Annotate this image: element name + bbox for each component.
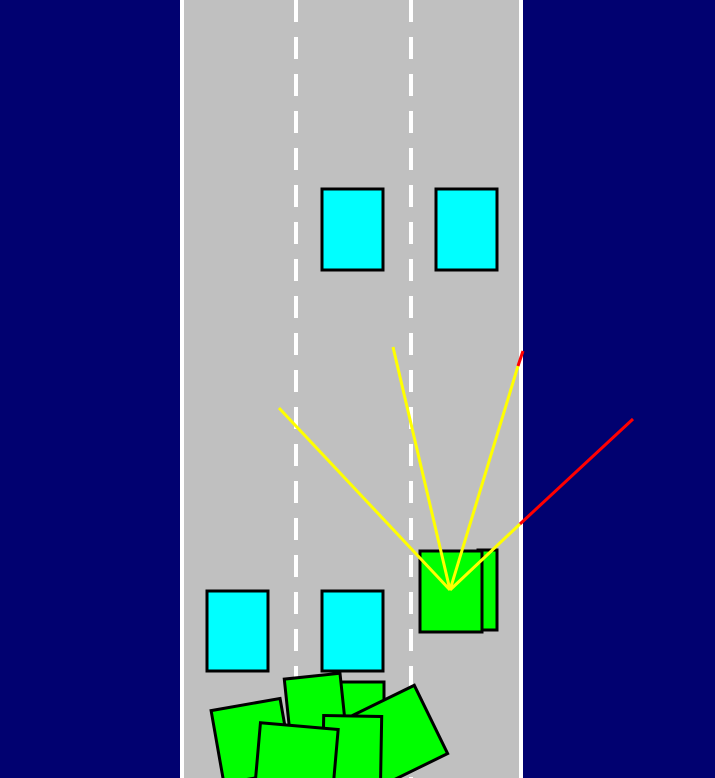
road-edge-left	[180, 0, 184, 778]
sensor-ray	[448, 365, 520, 591]
sensor-rays	[277, 346, 635, 592]
road-edge-right	[519, 0, 523, 778]
sensor-ray	[448, 522, 522, 592]
sensor-ray-blocked-segment	[516, 350, 525, 367]
sensor-ray-blocked-segment	[518, 417, 635, 526]
ego-car	[418, 548, 499, 634]
other-cars	[205, 187, 499, 673]
other-car	[205, 589, 270, 673]
crashed-vehicle-pile	[209, 671, 450, 778]
other-car	[320, 187, 385, 272]
sensor-ray	[391, 346, 452, 591]
sensor-ray	[277, 406, 452, 592]
other-car	[434, 187, 499, 272]
ego-car-body	[418, 549, 484, 634]
crashed-vehicle	[252, 721, 340, 778]
other-car	[320, 589, 385, 673]
